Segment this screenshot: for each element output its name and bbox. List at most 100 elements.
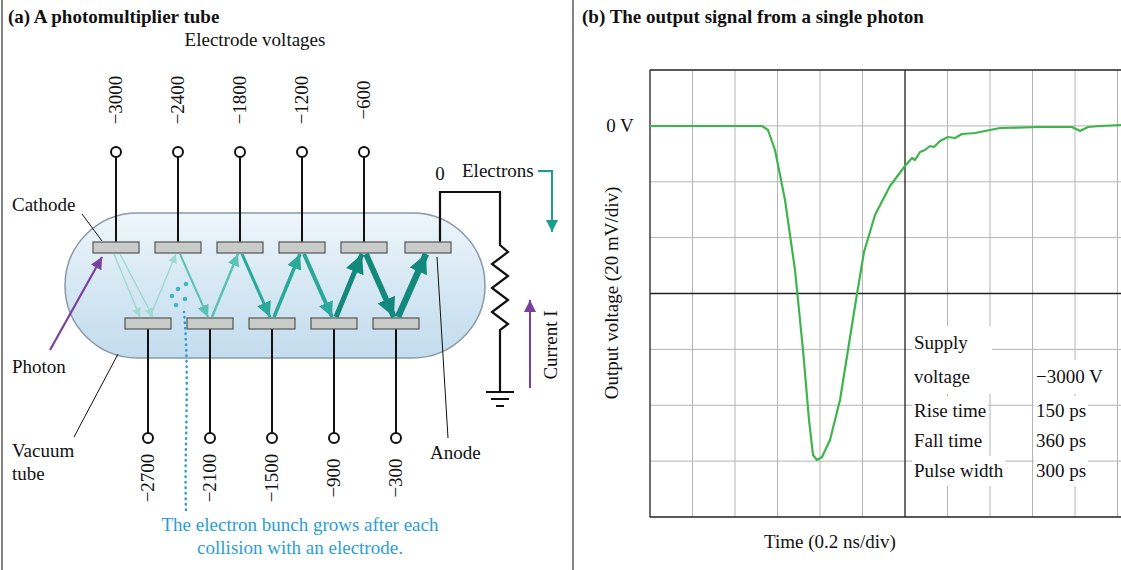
scope-grid [650, 70, 1121, 517]
terminal [391, 433, 401, 443]
electron-path [304, 254, 332, 317]
electron-path [180, 254, 208, 317]
axis-title: Output voltage (20 mV/div) [601, 187, 624, 400]
dynode-plate [217, 242, 263, 253]
terminal [329, 433, 339, 443]
electron-dot [184, 282, 189, 287]
electrode-lead [116, 157, 364, 242]
electrode-voltage: −1800 [229, 76, 252, 125]
dynode-plate [341, 242, 387, 253]
electron-path [336, 254, 362, 317]
label-holder: −300 [385, 458, 408, 497]
panel-heading: (b) The output signal from a single phot… [582, 6, 924, 29]
table-cell: 360 ps [1034, 426, 1088, 456]
electron-path [150, 254, 176, 317]
electron-flow-arrow [538, 171, 552, 232]
electron-dot [174, 303, 179, 308]
table-cell: −3000 V [1034, 360, 1105, 394]
label-holder: −1500 [261, 454, 284, 503]
dynode-plate [155, 242, 201, 253]
axis-tick: 0 V [606, 115, 634, 138]
electron-path [242, 254, 270, 317]
label-holder: Photon [12, 356, 66, 379]
table-cell: Fall time [912, 426, 984, 456]
electrode-voltage: −600 [353, 80, 376, 119]
label-holder: Pulse width [912, 456, 1005, 486]
table-cell: Supply voltage [912, 326, 992, 394]
current-arrow [529, 300, 531, 388]
part-label: Cathode [12, 194, 75, 217]
label-holder: Supply voltage [912, 326, 992, 394]
dynode-plate [125, 318, 171, 329]
label-holder: Time (0.2 ns/div) [764, 531, 896, 554]
electron-path [212, 254, 238, 317]
dynode-plate [187, 318, 233, 329]
terminal [111, 147, 121, 157]
label-holder: −2100 [199, 454, 222, 503]
label-holder: Electrode voltages [185, 29, 326, 52]
label-holder: −3000 [105, 76, 128, 125]
label-holder: 150 ps [1034, 396, 1088, 426]
terminal [235, 147, 245, 157]
table-cell: Pulse width [912, 456, 1005, 486]
label-holder: Vacuum tube [12, 440, 90, 486]
label-holder: (a) A photomultiplier tube [8, 6, 219, 29]
electrode-voltage: −300 [385, 458, 408, 497]
label-holder: Rise time [912, 396, 988, 426]
label-holder: (b) The output signal from a single phot… [582, 6, 924, 29]
label-holder: −1800 [229, 76, 252, 125]
label-holder: Electrons [462, 160, 534, 183]
electron-path [366, 254, 394, 317]
label-holder: Output voltage (20 mV/div) [601, 187, 624, 400]
table-cell: 300 ps [1034, 456, 1088, 486]
cathode-plate [93, 242, 139, 253]
photon-arrow [50, 257, 102, 350]
panel-heading: (a) A photomultiplier tube [8, 6, 219, 29]
anode-plate [405, 242, 451, 253]
label-holder: Cathode [12, 194, 75, 217]
electron-path [398, 254, 426, 317]
electron-dot [170, 294, 175, 299]
terminal [267, 433, 277, 443]
signal-trace [650, 125, 1121, 460]
table-cell: Rise time [912, 396, 988, 426]
label-holder: 360 ps [1034, 426, 1088, 456]
electrode-group [93, 242, 451, 329]
terminal [173, 147, 183, 157]
label-holder: −2700 [137, 454, 160, 503]
electrode-voltage: −1500 [261, 454, 284, 503]
label-holder: −3000 V [1034, 360, 1105, 394]
electrode-voltage: −900 [323, 458, 346, 497]
terminal [205, 433, 215, 443]
label-holder: Anode [430, 442, 481, 465]
dynode-plate [249, 318, 295, 329]
dynode-plate [311, 318, 357, 329]
terminal [143, 433, 153, 443]
electron-dot [183, 297, 188, 302]
electrode-voltage: −2400 [167, 76, 190, 125]
vacuum-tube [65, 213, 485, 358]
terminal [359, 147, 369, 157]
part-label: Photon [12, 356, 66, 379]
scope-axes [650, 70, 1121, 517]
electron-cascade [114, 254, 426, 317]
anode-wire-resistor [440, 192, 508, 392]
label-holder: 300 ps [1034, 456, 1088, 486]
group-caption: Electrode voltages [185, 29, 326, 52]
electrode-voltage: −2700 [137, 454, 160, 503]
electron-path [120, 254, 153, 317]
part-label: Vacuum tube [12, 440, 90, 486]
label-holder: −900 [323, 458, 346, 497]
label-holder: Current I [540, 310, 563, 379]
label-holder: −600 [353, 80, 376, 119]
label-holder: 0 [435, 163, 445, 186]
label-holder: Fall time [912, 426, 984, 456]
dynode-plate [373, 318, 419, 329]
ground-symbol [486, 392, 514, 406]
label-holder: 0 V [606, 115, 634, 138]
electrode-voltage: 0 [435, 163, 445, 186]
table-cell: 150 ps [1034, 396, 1088, 426]
current-label: Current I [540, 310, 563, 379]
terminal [297, 147, 307, 157]
